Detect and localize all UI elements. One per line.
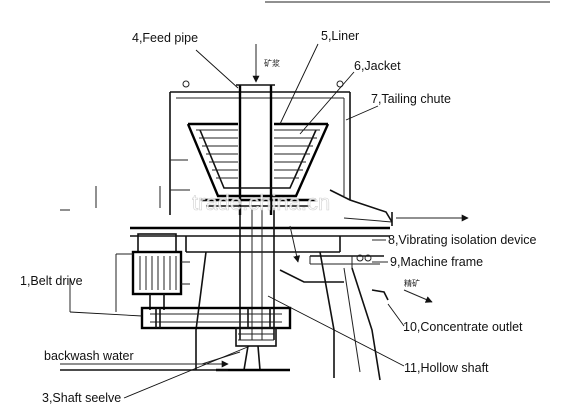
- label-feed-pipe: 4,Feed pipe: [132, 31, 198, 45]
- feed-pipe: [236, 44, 275, 215]
- label-hollow-shaft: 11,Hollow shaft: [404, 361, 489, 375]
- label-jacket: 6,Jacket: [354, 59, 401, 73]
- concentrator-bowl: [186, 122, 330, 207]
- left-flow: [60, 186, 161, 211]
- label-tailing-chute: 7,Tailing chute: [371, 92, 451, 106]
- label-belt-drive: 1,Belt drive: [20, 274, 83, 288]
- label-shaft-seelve: 3,Shaft seelve: [42, 391, 121, 405]
- outer-housing: [169, 80, 351, 215]
- concentrate-annotation: 精矿: [404, 278, 420, 288]
- label-vibrating-isolation-device: 8,Vibrating isolation device: [388, 233, 537, 247]
- main-frame: [130, 226, 390, 253]
- tailing-chute: [329, 189, 469, 226]
- watermark: trade.china.cn: [192, 190, 330, 215]
- machine-frame: [279, 254, 433, 381]
- label-backwash-water: backwash water: [44, 349, 134, 363]
- feed-annotation: 矿浆: [264, 58, 280, 68]
- motor: [115, 233, 190, 312]
- label-liner: 5,Liner: [321, 29, 359, 43]
- hollow-shaft: [195, 208, 335, 378]
- leader-lines: [69, 43, 405, 399]
- label-machine-frame: 9,Machine frame: [390, 255, 483, 269]
- label-concentrate-outlet: 10,Concentrate outlet: [403, 320, 523, 334]
- belt-drive: [140, 306, 292, 330]
- shaft-sleeve: [216, 327, 290, 372]
